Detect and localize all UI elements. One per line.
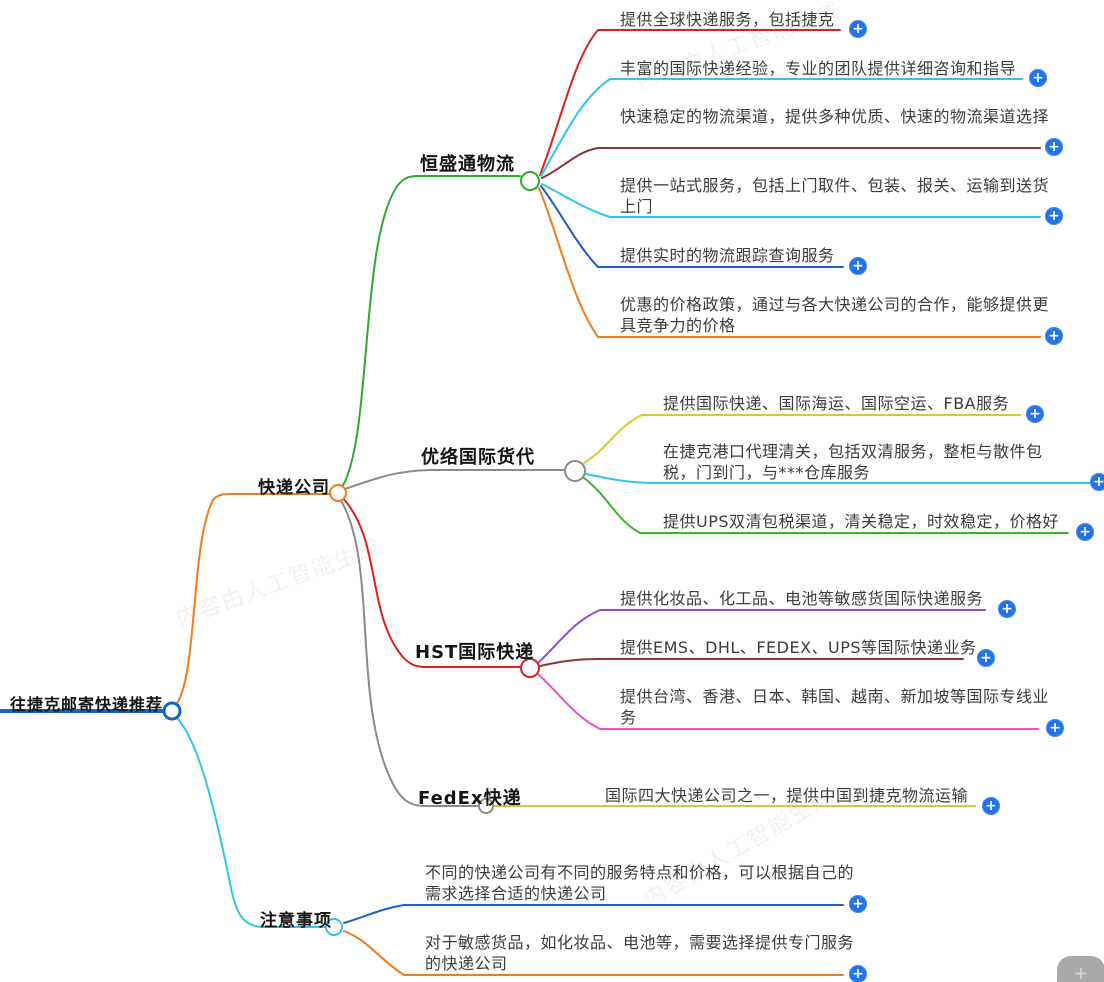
leaf-line [538,609,986,663]
expand-plus-icon[interactable]: + [849,965,867,982]
leaf-node-text[interactable]: 提供国际快递、国际海运、国际空运、FBA服务 [663,394,1010,413]
corner-toolbar-button[interactable]: + [1057,956,1104,982]
leaf-node-text[interactable]: 提供化妆品、化工品、电池等敏感货国际快递服务 [620,589,984,608]
child-line-hengshengtong [341,175,521,488]
branch-line-express-companies [174,493,331,707]
leaf-node-text[interactable]: 快速稳定的物流渠道，提供多种优质、快速的物流渠道选择 [620,107,1050,126]
node-circle-hengshengtong[interactable] [520,171,540,191]
expand-plus-icon[interactable]: + [849,20,867,38]
expand-plus-icon[interactable]: + [977,649,995,667]
expand-plus-icon[interactable]: + [849,257,867,275]
node-circle-youluo[interactable] [564,460,586,482]
leaf-line [540,78,1023,177]
expand-plus-icon[interactable]: + [1076,523,1094,541]
root-node-label[interactable]: 往捷克邮寄快递推荐 [10,695,164,714]
leaf-node-text[interactable]: 提供UPS双清包税渠道，清关稳定，时效稳定，价格好 [663,512,1060,531]
leaf-node-text[interactable]: 提供一站式服务，包括上门取件、包装、报关、运输到送货上门 [620,176,1050,216]
child-line-youluo [344,469,565,490]
sub-label-fedex[interactable]: FedEx快递 [418,788,522,809]
leaf-line [539,29,841,176]
leaf-line [539,658,964,667]
leaf-line [541,183,1041,218]
leaf-node-text[interactable]: 在捷克港口代理清关，包括双清服务，整柜与散件包税，门到门，与***仓库服务 [663,442,1043,482]
leaf-line [540,185,844,268]
leaf-node-text[interactable]: 提供EMS、DHL、FEDEX、UPS等国际快递业务 [620,638,977,657]
expand-plus-icon[interactable]: + [1090,473,1104,491]
expand-plus-icon[interactable]: + [982,797,1000,815]
node-circle-root[interactable] [162,701,182,721]
expand-plus-icon[interactable]: + [1045,138,1063,156]
expand-plus-icon[interactable]: + [998,600,1016,618]
leaf-line [541,147,1041,179]
branch-line-notes [174,715,327,928]
branch-label-express-companies[interactable]: 快递公司 [258,478,330,498]
expand-plus-icon[interactable]: + [1045,207,1063,225]
node-circle-fedex[interactable] [478,798,494,814]
child-line-hst [341,496,521,668]
leaf-line [585,473,1091,484]
leaf-line [537,673,1039,730]
leaf-node-text[interactable]: 丰富的国际快递经验，专业的团队提供详细咨询和指导 [620,59,1017,78]
leaf-line [583,477,1069,534]
leaf-node-text[interactable]: 不同的快递公司有不同的服务特点和价格，可以根据自己的需求选择合适的快递公司 [425,863,855,903]
leaf-line [538,187,1041,338]
leaf-line [583,414,1021,464]
node-circle-notes[interactable] [325,918,343,936]
sub-label-hst[interactable]: HST国际快递 [415,642,535,663]
leaf-line [343,904,844,924]
sub-label-hengshengtong[interactable]: 恒盛通物流 [420,154,515,175]
corner-plus-icon: + [1073,963,1089,982]
expand-plus-icon[interactable]: + [1026,405,1044,423]
node-circle-express-companies[interactable] [329,484,347,502]
expand-plus-icon[interactable]: + [1046,719,1064,737]
branch-label-notes[interactable]: 注意事项 [260,911,332,931]
expand-plus-icon[interactable]: + [1029,69,1047,87]
child-line-fedex [339,498,479,807]
leaf-node-text[interactable]: 对于敏感货品，如化妆品、电池等，需要选择提供专门服务的快递公司 [425,933,855,973]
sub-label-youluo[interactable]: 优络国际货代 [421,447,535,468]
leaf-node-text[interactable]: 提供全球快递服务，包括捷克 [620,10,835,29]
expand-plus-icon[interactable]: + [1045,327,1063,345]
expand-plus-icon[interactable]: + [849,895,867,913]
leaf-line [343,930,844,976]
node-circle-hst[interactable] [520,658,540,678]
leaf-node-text[interactable]: 优惠的价格政策，通过与各大快递公司的合作，能够提供更具竞争力的价格 [620,295,1050,335]
leaf-node-text[interactable]: 提供台湾、香港、日本、韩国、越南、新加坡等国际专线业务 [620,687,1050,727]
leaf-node-text[interactable]: 国际四大快递公司之一，提供中国到捷克物流运输 [605,786,969,805]
leaf-node-text[interactable]: 提供实时的物流跟踪查询服务 [620,246,835,265]
